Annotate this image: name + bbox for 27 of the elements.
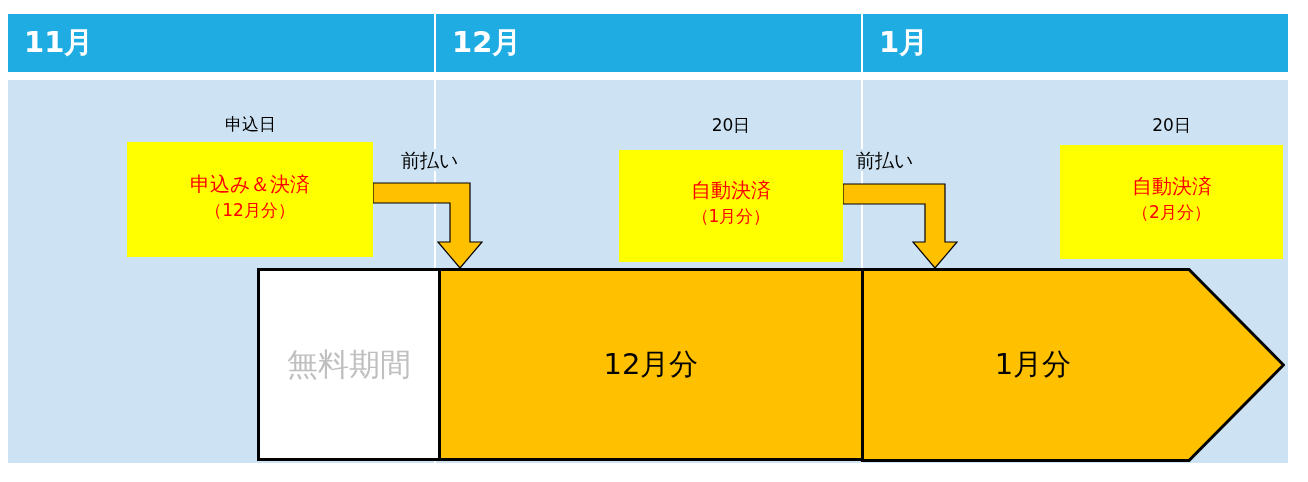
period-label: 12月分: [603, 345, 699, 383]
bent-arrow: [842, 183, 959, 269]
period-label: 1月分: [994, 346, 1072, 383]
bent-arrow: [372, 182, 484, 269]
date-label: 申込日: [223, 113, 277, 135]
date-label: 20日: [1151, 114, 1192, 136]
payment-period-note: （2月分）: [1132, 201, 1211, 224]
payment-note-box: [1060, 145, 1283, 259]
date-label: 20日: [710, 114, 752, 136]
month-label: 11月: [24, 24, 94, 61]
payment-title: 申込み＆決済: [190, 170, 310, 198]
month-label: 1月: [879, 24, 929, 61]
month-header: [863, 14, 1288, 72]
payment-period-note: （12月分）: [205, 198, 295, 222]
payment-title: 自動決済: [1131, 173, 1212, 200]
payment-period-note: （1月分）: [691, 205, 771, 228]
edge-label: 前払い: [853, 149, 915, 171]
free-period-bar: [257, 268, 441, 461]
month-label: 12月: [452, 24, 522, 61]
month-header: [436, 14, 861, 72]
edge-label: 前払い: [398, 149, 460, 171]
payment-title: 自動決済: [691, 177, 771, 204]
payment-note-box: [127, 142, 373, 257]
month-header: [8, 14, 434, 72]
period-label: 無料期間: [287, 344, 411, 384]
payment-note-box: [619, 150, 843, 262]
paid-period-bar: [438, 268, 864, 461]
